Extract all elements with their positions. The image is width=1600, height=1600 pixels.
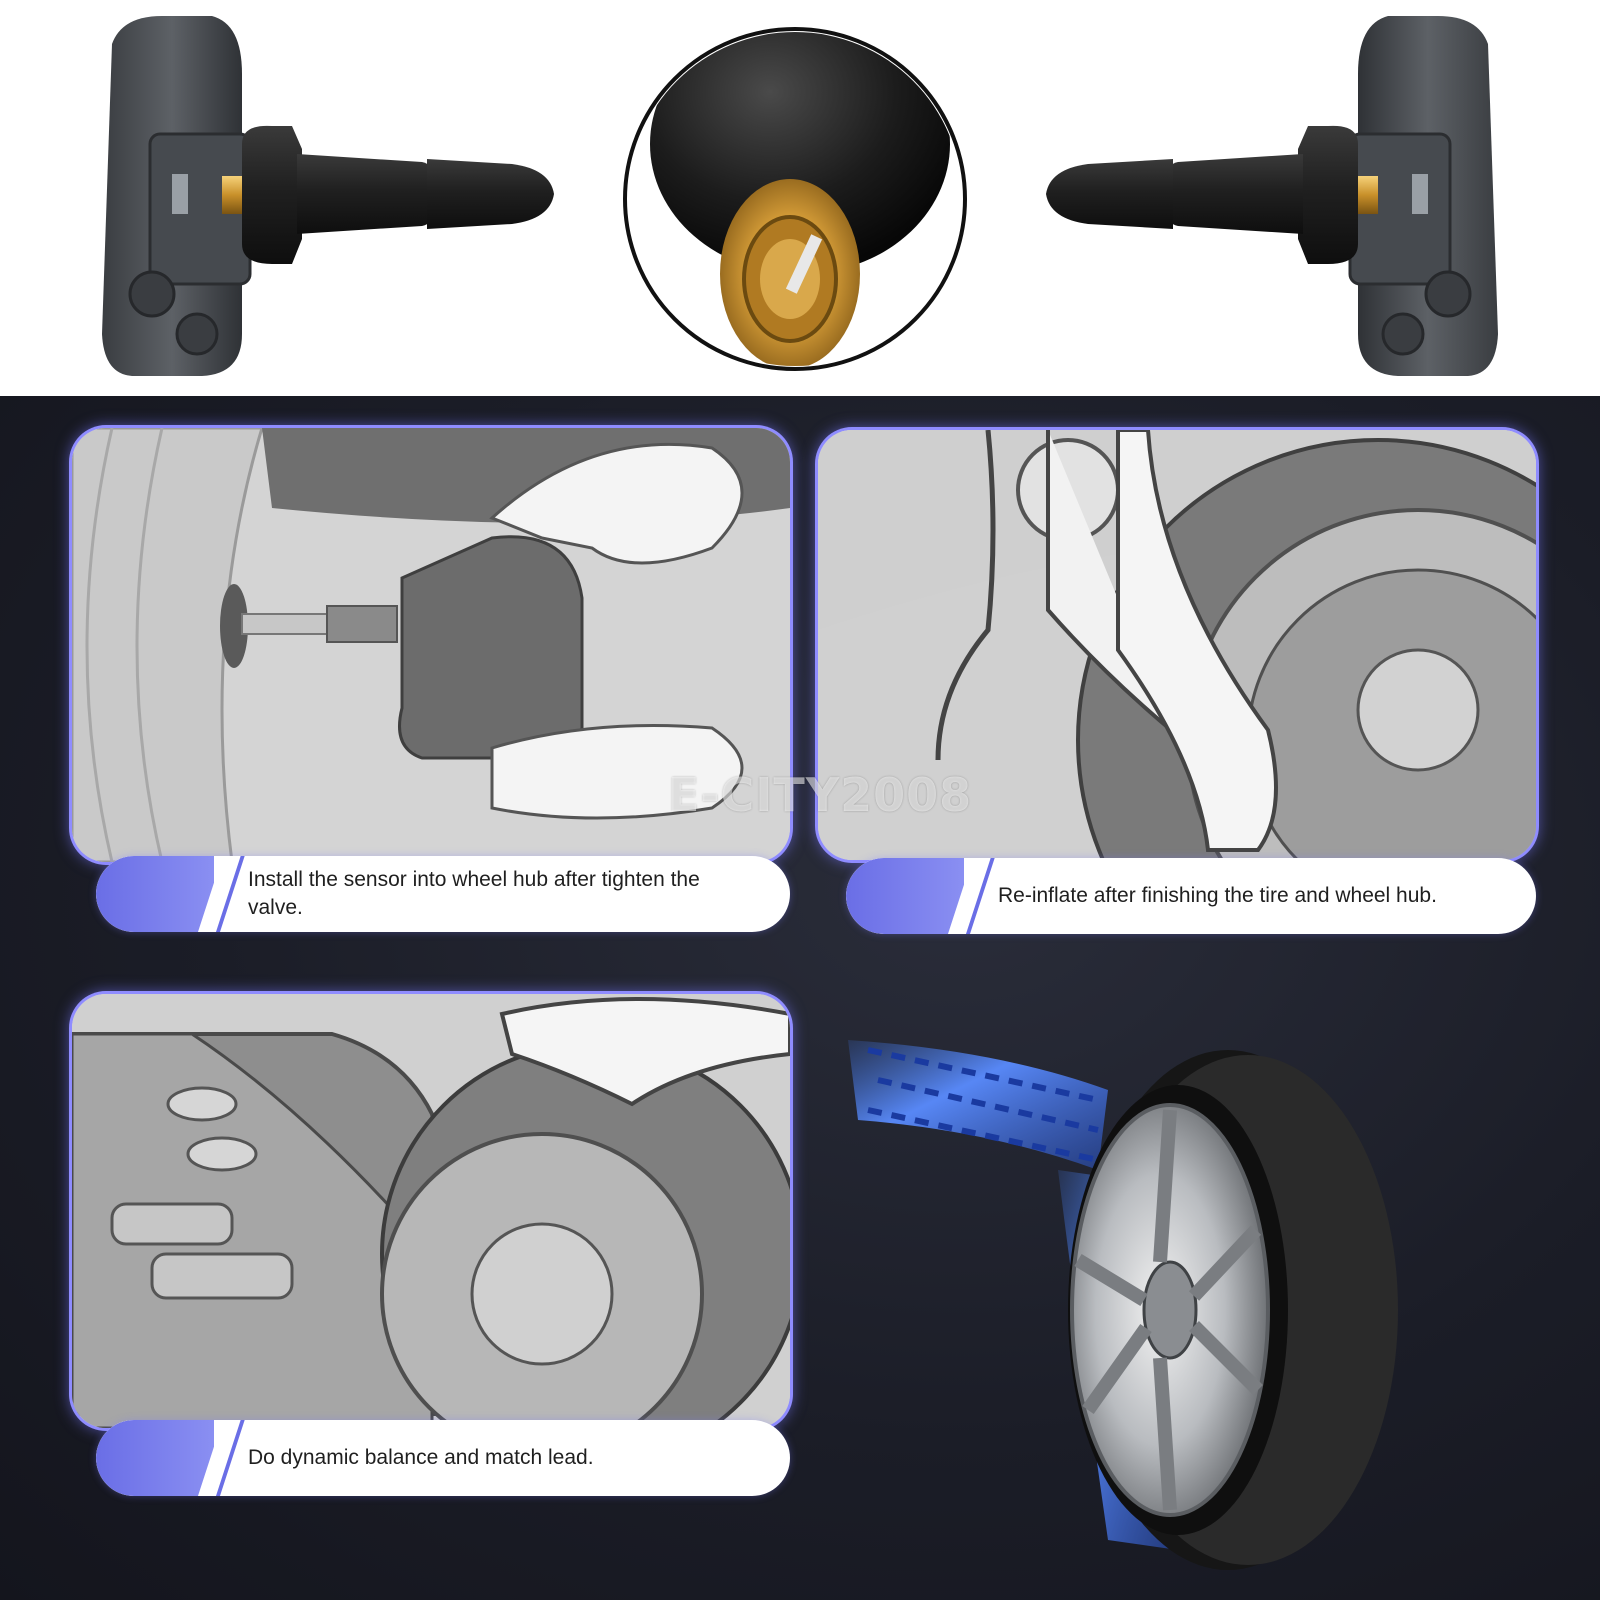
step2-illustration (818, 430, 1536, 860)
caption-accent-tab (96, 1420, 214, 1496)
product-photo-strip (0, 0, 1600, 396)
watermark-text: E-CITY2008 (668, 768, 973, 822)
step1-caption-text: Install the sensor into wheel hub after … (248, 868, 700, 919)
step1-caption: Install the sensor into wheel hub after … (96, 856, 790, 932)
step1-illustration (72, 428, 790, 862)
step3-caption: Do dynamic balance and match lead. (96, 1420, 790, 1496)
tpms-sensor-right-image (1046, 16, 1498, 376)
valve-closeup-image (623, 27, 967, 371)
caption-accent-tab (846, 858, 964, 934)
step2-caption: Re-inflate after finishing the tire and … (846, 858, 1536, 934)
step3-illustration (72, 994, 790, 1428)
caption-accent-tab (96, 856, 214, 932)
step3-caption-text: Do dynamic balance and match lead. (248, 1446, 594, 1469)
step2-caption-text: Re-inflate after finishing the tire and … (998, 884, 1437, 907)
tire-tread-image (848, 1040, 1398, 1570)
tpms-sensor-left-image (102, 16, 554, 376)
